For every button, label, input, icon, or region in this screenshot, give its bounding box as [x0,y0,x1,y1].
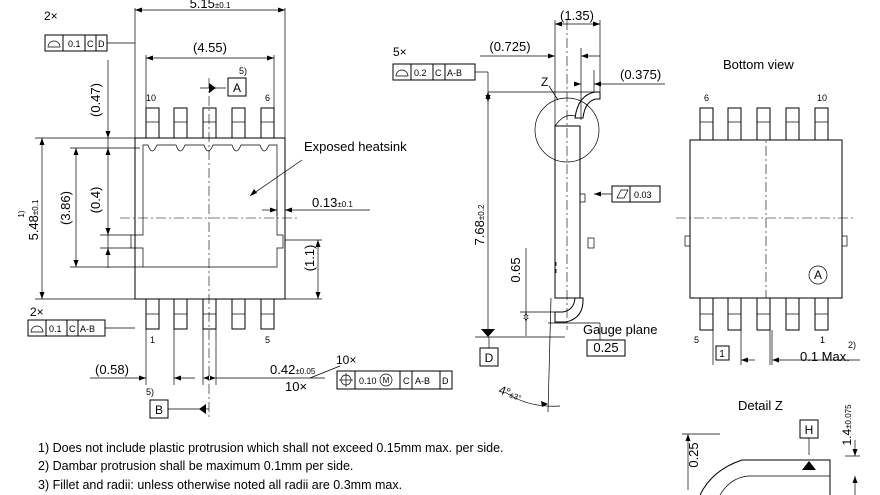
dim-386: (3.86) [58,191,73,225]
datum-a-label: A [233,81,241,95]
pin-1-label: 1 [150,335,155,345]
fcf-pos-mod: M [383,376,390,385]
width-dim-label: 5.15±0.1 [190,0,231,11]
fcf-side-value: 0.2 [414,68,427,78]
detail-z-title: Detail Z [738,398,783,413]
fcf-pos-value: 0.10 [359,376,377,386]
bottom-pin-10: 10 [817,93,827,103]
dim-0375: (0.375) [620,67,661,82]
gauge-label: Gauge plane [583,322,657,337]
fcf-flat [594,185,661,203]
fcf-top-ref2: D [98,39,105,49]
height-dim: 5.48±0.1 [26,199,41,240]
fcf-position [336,370,453,390]
fcf-top-count: 2× [44,9,58,23]
datum-d-label: D [485,351,494,365]
max-note: 2) [848,340,856,350]
fcf-left-count: 2× [30,305,44,319]
max-dim: 0.1 Max. [800,349,850,364]
datum-a-note: 5) [239,66,247,76]
fcf-pos-count: 10× [336,353,356,367]
detail-z [682,419,860,495]
package-body [134,137,286,300]
fcf-pos-ref3: D [442,376,449,386]
flat-value: 0.03 [634,190,652,200]
exposed-heatsink-outline [130,144,284,268]
side-height-dim: 7.68±0.2 [472,204,487,245]
dim-0725: (0.725) [489,39,530,54]
top-view [27,7,453,420]
angle-label: 4°±3° [497,383,524,404]
fcf-top-ref1: C [87,39,94,49]
pitch-dim: (0.58) [95,362,129,377]
side-view [392,20,665,413]
note-3: 3) Fillet and radii: unless otherwise no… [38,478,402,492]
fcf-left-value: 0.1 [49,324,62,334]
lead-width-dim: 0.42±0.05 [270,362,316,377]
bottom-pin-5: 5 [694,335,699,345]
datum-b-label: B [155,403,163,417]
dim-047: (0.47) [88,83,103,117]
top-view-leads-upper [145,107,275,139]
fcf-side-ref2: A-B [447,68,462,78]
height-note: 1) [17,210,26,217]
fcf-pos-ref2: A-B [415,376,430,386]
pin-10-label: 10 [146,93,156,103]
lead-span-dim: (4.55) [193,40,227,55]
fcf-left-ref1: C [69,324,76,334]
bottom-view-leads-lower [699,297,829,331]
datum-h-label: H [805,423,814,437]
fcf-side-count: 5× [393,45,407,59]
note-2: 2) Dambar protrusion shall be maximum 0.… [38,459,353,473]
side-body [554,125,581,299]
dim-04: (0.4) [88,187,103,214]
lead-count: 10× [285,379,307,394]
fcf-side-ref1: C [435,68,442,78]
fcf-side [392,63,491,102]
fcf-top [44,34,135,52]
fcf-pos-ref1: C [403,376,410,386]
note-1: 1) Does not include plastic protrusion w… [38,441,504,455]
datum-a-box [227,77,247,97]
offset-dim: 0.13±0.1 [312,195,353,210]
dim-135: (1.35) [560,8,594,23]
box-1-label: 1 [719,349,725,360]
bottom-view [676,107,860,365]
detail-dim-14: 1.4±0.075 [840,404,854,446]
bottom-pin-1: 1 [820,335,825,345]
fcf-left [27,319,135,337]
pin1-mark-label: A [814,268,822,282]
detail-z-ref: Z [541,75,548,89]
pin-5-label: 5 [265,335,270,345]
dim-11: (1.1) [302,245,317,272]
heatsink-label: Exposed heatsink [304,139,407,154]
bottom-view-leads-upper [699,107,829,141]
top-view-leads-lower [145,298,275,330]
pin-6-label: 6 [265,93,270,103]
box-1 [715,345,730,361]
dim-065: 0.65 [508,257,523,282]
pin1-mark [808,265,828,285]
datum-b-note: 5) [146,387,154,397]
bottom-pin-6: 6 [704,93,709,103]
gauge-value: 0.25 [593,340,618,355]
fcf-top-value: 0.1 [68,39,81,49]
bottom-view-title: Bottom view [723,57,794,72]
gauge-value-box [586,339,626,357]
fcf-left-ref2: A-B [80,324,95,334]
detail-dim-025: 0.25 [686,442,701,467]
